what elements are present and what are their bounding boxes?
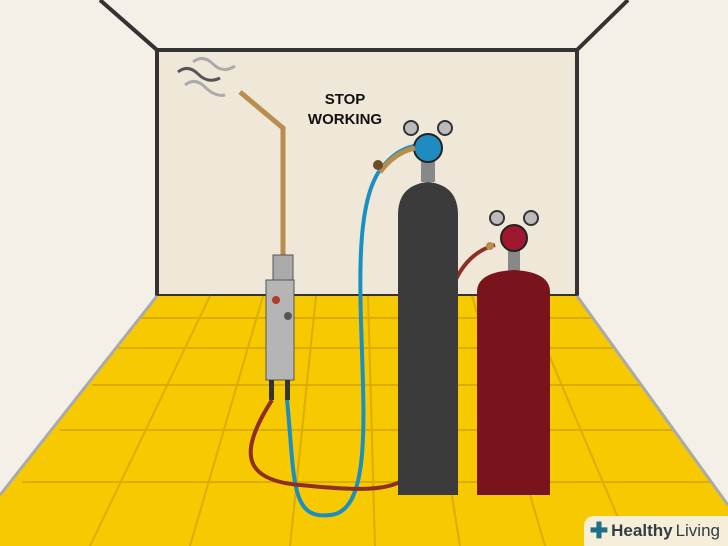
stop-working-caption: STOP WORKING <box>290 90 400 130</box>
healthy-living-watermark: ✚ Healthy Living <box>583 516 728 546</box>
caption-line-1: STOP <box>324 91 366 108</box>
back-wall <box>155 48 579 298</box>
ceiling-edge-left <box>98 0 159 52</box>
caption-line-2: WORKING <box>307 111 383 128</box>
smoke-icon <box>177 57 236 97</box>
watermark-bold: Healthy <box>611 521 673 540</box>
acetylene-tank <box>477 210 550 495</box>
watermark-regular: Living <box>675 521 720 540</box>
plus-leaf-icon: ✚ <box>589 518 609 543</box>
ceiling-edge-right <box>575 0 630 52</box>
torch-tip <box>238 90 286 258</box>
oxygen-tank <box>373 120 458 495</box>
torch-handle <box>265 254 295 400</box>
